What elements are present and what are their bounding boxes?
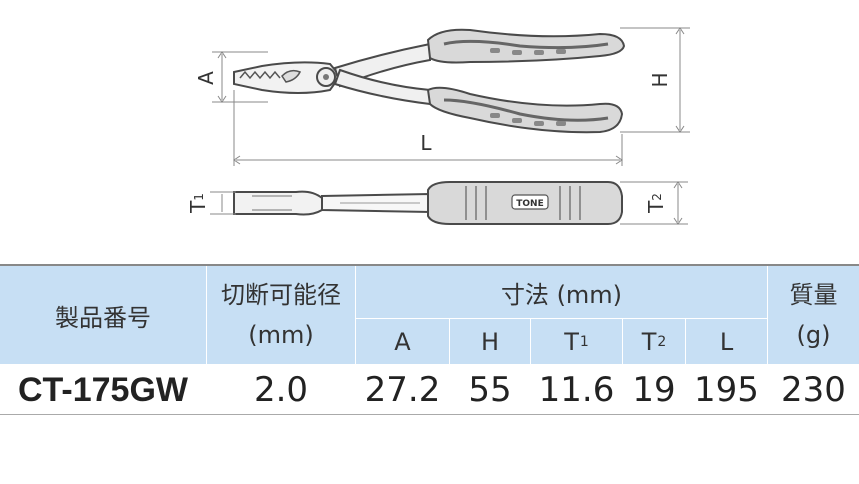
header-cut-capacity: 切断可能径 (mm) (207, 266, 355, 364)
cell-t2: 19 (623, 365, 685, 415)
subheader-a: A (356, 319, 449, 364)
cell-h: 55 (450, 365, 530, 415)
subheader-l: L (686, 319, 767, 364)
header-mass: 質量 (g) (768, 266, 859, 364)
header-mass-unit: (g) (796, 321, 831, 349)
header-cut-capacity-label: 切断可能径 (221, 281, 341, 309)
header-model-no: 製品番号 (0, 266, 206, 364)
dimension-l-label: L (420, 131, 432, 155)
dimension-l (233, 90, 623, 166)
pliers-side-view (233, 181, 623, 225)
dimension-h-label: H (648, 72, 672, 87)
dimension-t1-label: T1 (186, 193, 210, 214)
dimension-t2 (620, 181, 688, 225)
header-mass-label: 質量 (789, 281, 838, 309)
dimension-a (212, 51, 268, 103)
pliers-drawing: A H L TONE (186, 27, 690, 225)
pliers-top-view (233, 28, 626, 134)
cell-model-no: CT-175GW (0, 365, 206, 415)
cell-cut-capacity: 2.0 (207, 365, 355, 415)
cell-a: 27.2 (356, 365, 449, 415)
cell-mass: 230 (768, 365, 859, 415)
header-cut-capacity-unit: (mm) (248, 321, 314, 349)
header-dimensions: 寸法 (mm) (356, 266, 767, 318)
dimension-t1 (210, 191, 236, 215)
dimension-h (620, 27, 690, 133)
cell-t1: 11.6 (531, 365, 622, 415)
dimension-t2-label: T2 (644, 193, 668, 214)
tone-logo: TONE (516, 199, 543, 209)
cell-l: 195 (686, 365, 767, 415)
dimension-a-label: A (194, 71, 218, 85)
subheader-h: H (450, 319, 530, 364)
